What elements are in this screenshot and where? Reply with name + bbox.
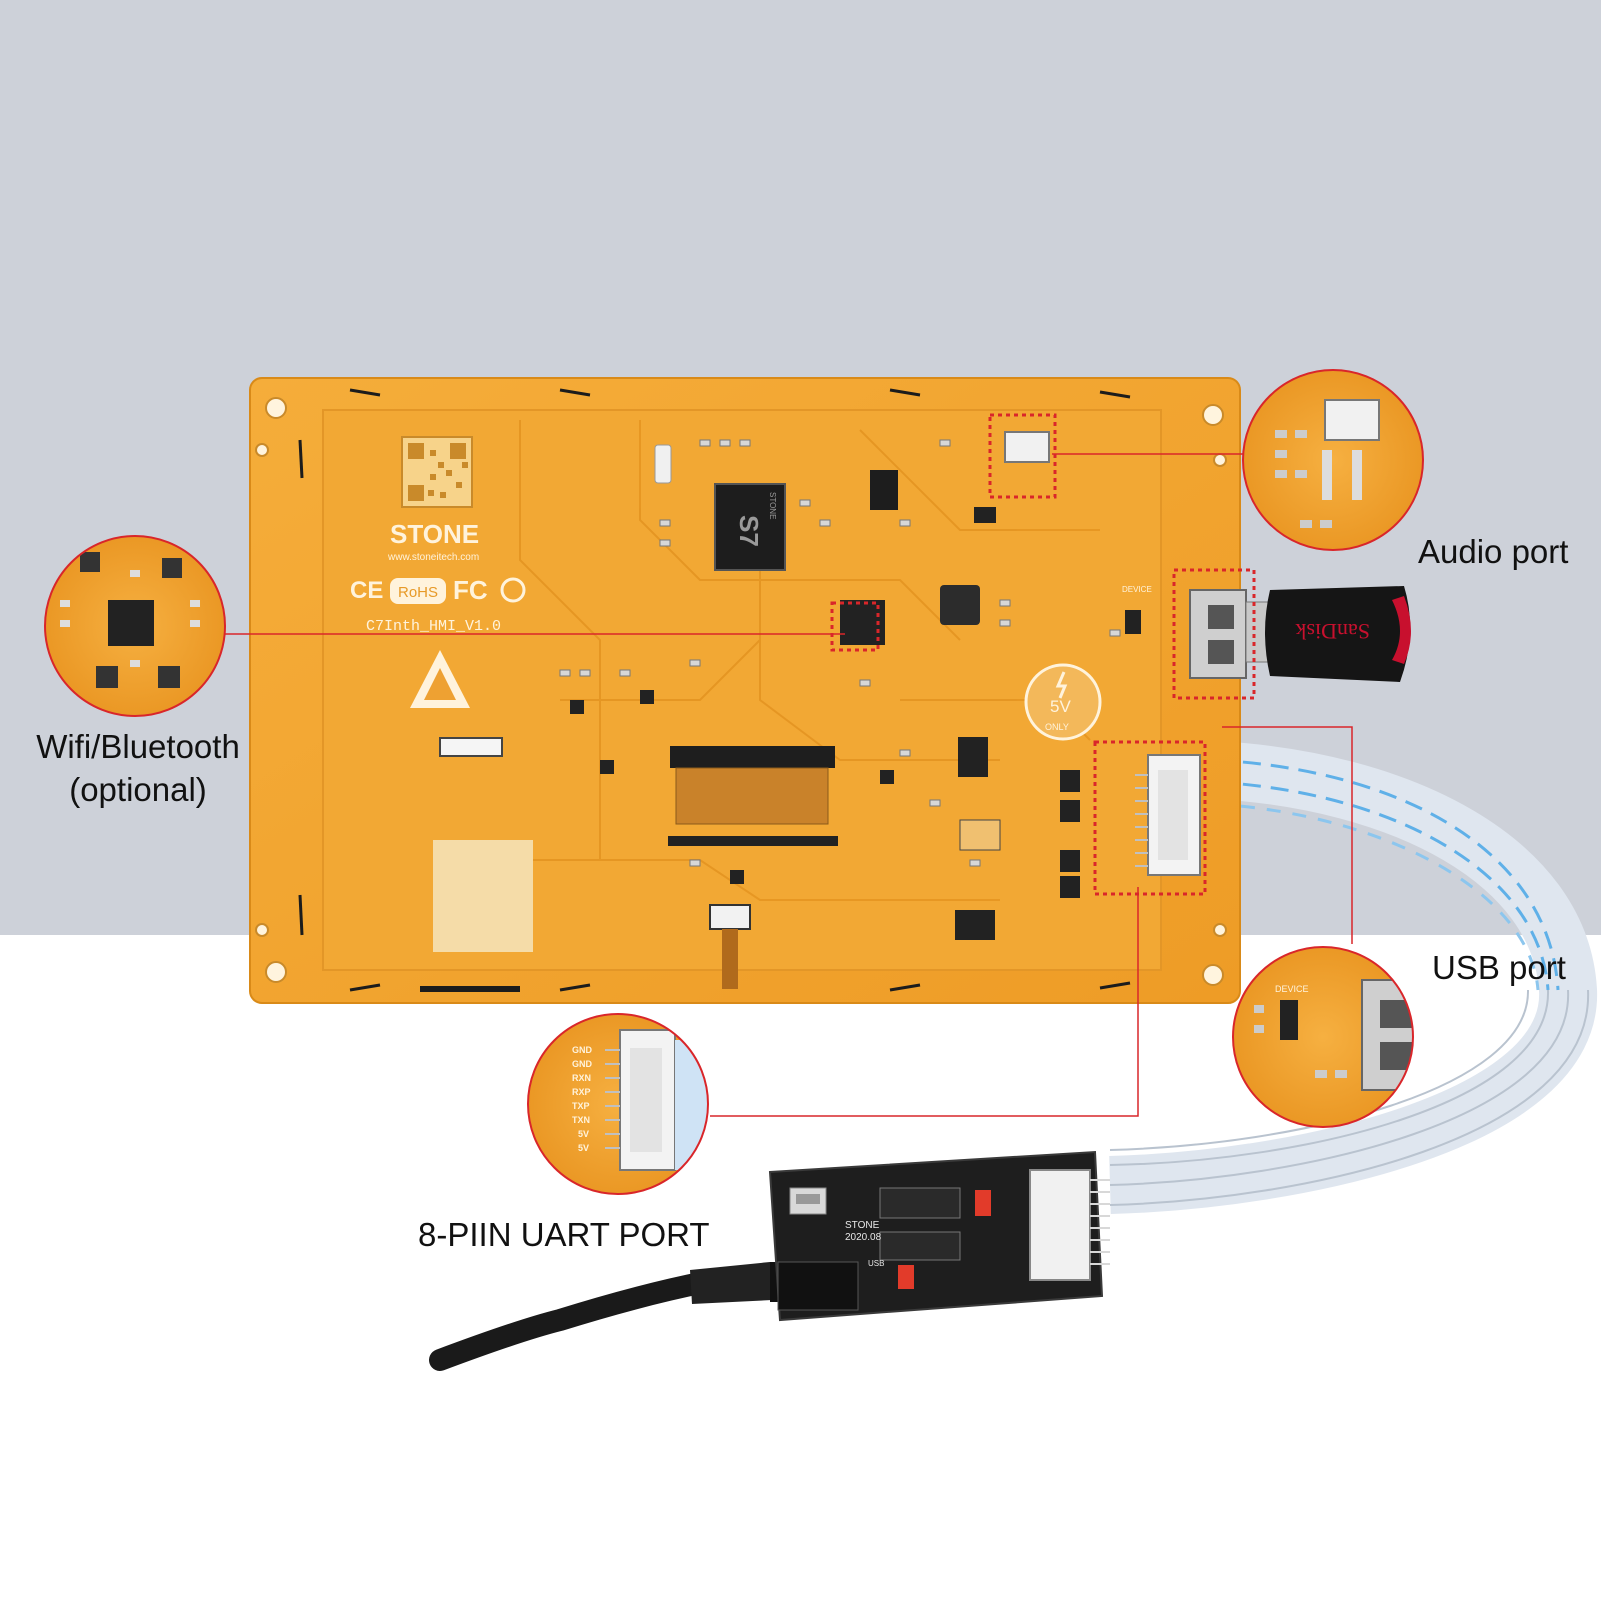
ribbon-cable [1109, 741, 1598, 1214]
hmi-pcb: STONE www.stoneitech.com CE RoHS FC C7In… [249, 377, 1247, 1004]
svg-text:DEVICE: DEVICE [1122, 585, 1152, 594]
adapter-brand: STONE [845, 1220, 880, 1231]
svg-text:SanDisk: SanDisk [1295, 619, 1370, 644]
usb-port: DEVICE [1122, 585, 1247, 679]
display-fpc-connector: 7DD1+1FPC [668, 746, 838, 846]
svg-text:GND: GND [572, 1059, 593, 1069]
svg-text:RXN: RXN [572, 1073, 591, 1083]
uart-connector [1135, 754, 1201, 876]
main-chip: S7 STONE [714, 483, 786, 571]
fcc-mark: FC [453, 575, 488, 605]
label-usb-port: USB port [1432, 949, 1566, 986]
svg-text:5V: 5V [578, 1143, 589, 1153]
board-model: C7Inth_HMI_V1.0 [366, 618, 501, 635]
pb-free-icon [500, 577, 526, 603]
svg-text:GND: GND [572, 1045, 593, 1055]
svg-text:DEVICE: DEVICE [1275, 984, 1309, 994]
highlight-boxes [830, 413, 1256, 896]
rohs-mark: RoHS [398, 584, 438, 601]
power-cable [429, 1262, 788, 1371]
svg-text:USB: USB [868, 1259, 884, 1268]
zoom-audio-port [1242, 369, 1424, 551]
callout-lines [225, 453, 1353, 1117]
audio-connector [1004, 431, 1050, 463]
zoom-wifi-bluetooth [44, 535, 226, 717]
usb-flash-drive: SanDisk [1245, 586, 1411, 682]
brand-website: www.stoneitech.com [387, 552, 479, 563]
svg-text:TXN: TXN [572, 1115, 590, 1125]
svg-text:5V: 5V [578, 1129, 589, 1139]
adapter-date: 2020.08 [845, 1232, 882, 1243]
uart-adapter-board: STONE 2020.08 USB [768, 1150, 1110, 1322]
label-wifi-bluetooth: Wifi/Bluetooth [36, 728, 240, 765]
svg-text:TXP: TXP [572, 1101, 590, 1111]
label-audio-port: Audio port [1418, 533, 1569, 570]
zoom-usb-port: DEVICE [1232, 946, 1414, 1128]
5v-only-badge: 5V ONLY [1024, 663, 1102, 741]
svg-text:5V: 5V [1050, 697, 1071, 716]
qr-code [401, 436, 473, 508]
svg-text:S7: S7 [734, 515, 764, 547]
label-uart-port: 8-PIIN UART PORT [418, 1216, 710, 1253]
zoom-uart-port: GND GND RXN RXP TXP TXN 5V 5V [527, 1013, 709, 1195]
ce-mark: CE [350, 577, 383, 604]
svg-text:ONLY: ONLY [1045, 722, 1069, 732]
brand-logo: STONE [390, 519, 479, 549]
svg-text:RXP: RXP [572, 1087, 591, 1097]
svg-text:STONE: STONE [768, 492, 777, 519]
label-wifi-optional: (optional) [69, 771, 207, 808]
